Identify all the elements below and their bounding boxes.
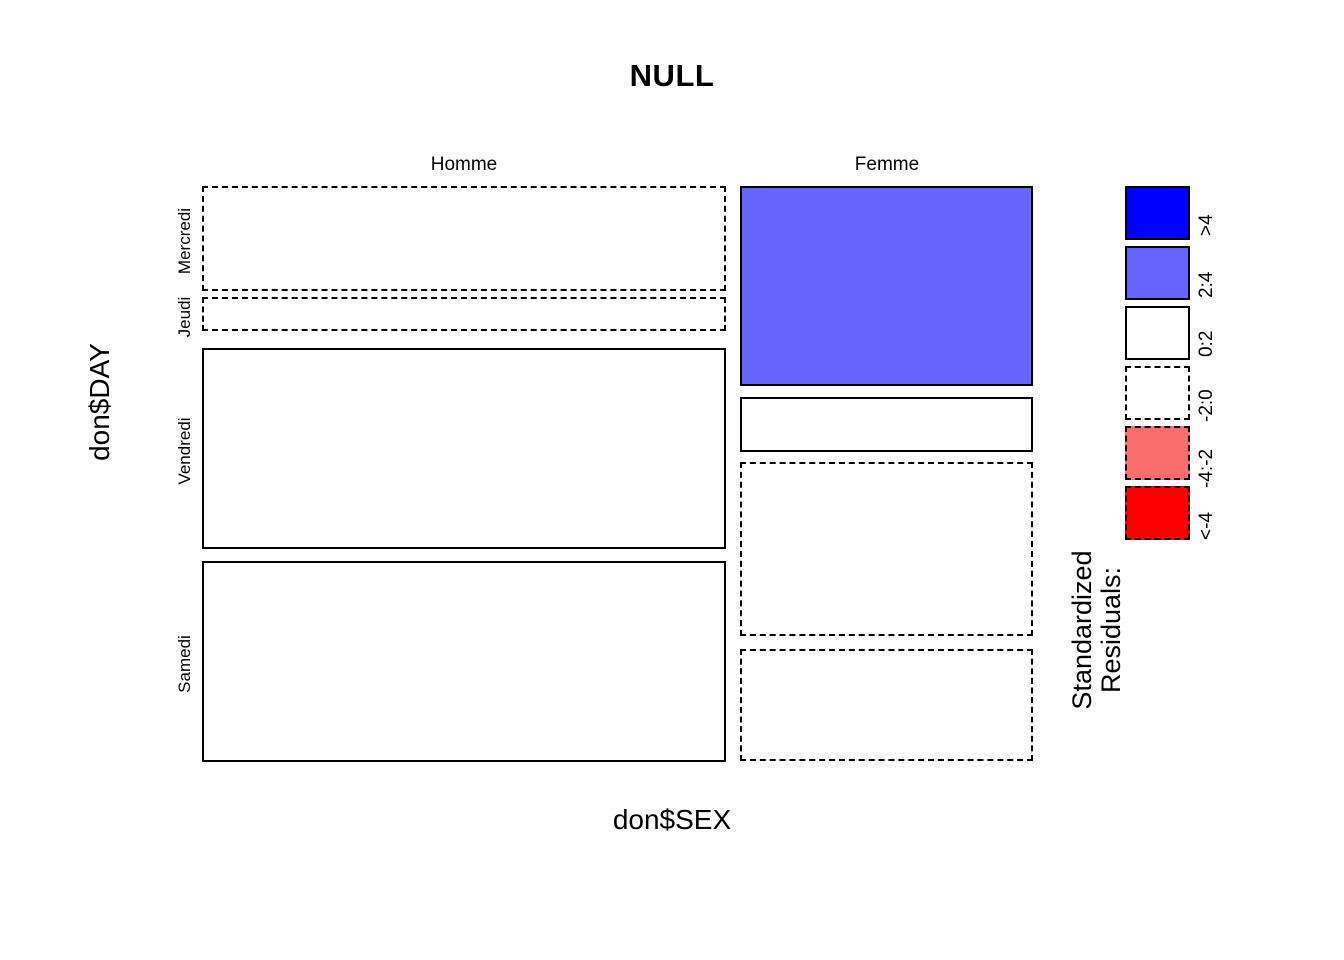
legend-swatch-2to4[interactable] (1125, 246, 1190, 300)
legend-label-gt4: >4 (1196, 214, 1217, 236)
mosaic-tile-homme-mercredi[interactable] (202, 186, 726, 291)
legend-label-2to4: 2:4 (1196, 271, 1217, 298)
column-label-femme: Femme (854, 154, 920, 175)
legend-swatch-ltneg4[interactable] (1125, 486, 1190, 540)
mosaic-tile-homme-jeudi[interactable] (202, 297, 726, 331)
legend-swatch-gt4[interactable] (1125, 186, 1190, 240)
legend-caption-line1: Standardized (1067, 550, 1097, 710)
mosaic-tile-femme-samedi[interactable] (740, 649, 1033, 761)
mosaic-tile-homme-samedi[interactable] (202, 561, 726, 762)
legend-label-ltneg4: <-4 (1196, 512, 1217, 540)
row-label-vendredi: Vendredi (175, 417, 194, 485)
mosaic-tile-femme-vendredi[interactable] (740, 462, 1033, 636)
mosaic-tile-femme-mercredi[interactable] (740, 186, 1033, 386)
legend-label-neg4toneg2: -4:-2 (1196, 448, 1217, 488)
legend-label-neg2to0: -2:0 (1196, 389, 1217, 422)
legend-swatch-neg4toneg2[interactable] (1125, 426, 1190, 480)
legend-label-0to2: 0:2 (1196, 330, 1217, 357)
x-axis-title: don$SEX (612, 804, 732, 835)
page-title: NULL (629, 58, 715, 93)
mosaic-tile-homme-vendredi[interactable] (202, 348, 726, 549)
legend-caption: Standardized Residuals: (1067, 520, 1126, 740)
mosaic-tile-femme-jeudi[interactable] (740, 397, 1033, 452)
y-axis-title: don$DAY (84, 343, 115, 461)
row-label-samedi: Samedi (175, 635, 194, 693)
legend-swatch-neg2to0[interactable] (1125, 366, 1190, 420)
column-label-homme: Homme (430, 154, 498, 175)
legend-swatch-0to2[interactable] (1125, 306, 1190, 360)
legend-caption-line2: Residuals: (1095, 566, 1126, 694)
